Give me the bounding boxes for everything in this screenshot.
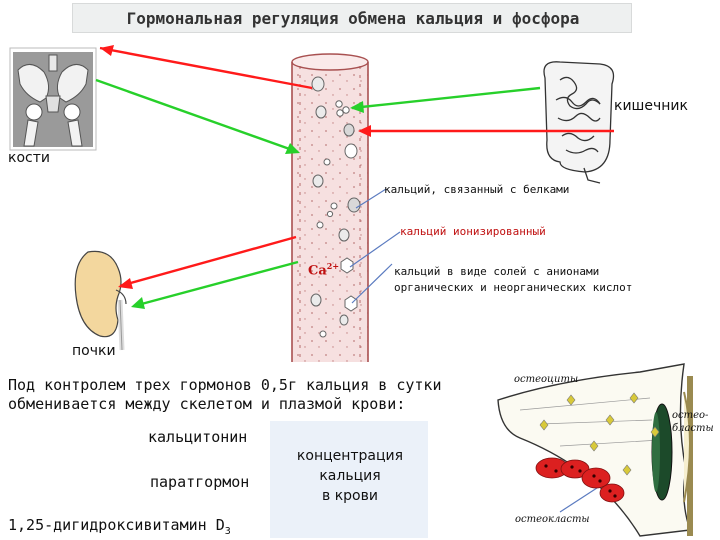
page-title: Гормональная регуляция обмена кальция и … — [126, 9, 580, 28]
hormone-vitamin-d: 1,25-дигидроксивитамин D3 — [8, 516, 231, 537]
osteoblasts-label-line1: остео- — [672, 410, 709, 421]
osteocytes-label: остеоциты — [514, 374, 579, 385]
bones-label: кости — [8, 150, 50, 166]
hormone-calcitonin: кальцитонин — [148, 428, 248, 446]
ca-symbol-text: Ca — [308, 263, 327, 279]
osteoclasts-label: остеокласты — [515, 514, 590, 525]
title-box: Гормональная регуляция обмена кальция и … — [72, 3, 632, 33]
kidneys-label: почки — [72, 343, 116, 359]
paragraph-line1: Под контролем трех гормонов 0,5г кальция… — [8, 376, 442, 394]
salts-calcium-label-line1: кальций в виде солей с анионами — [394, 265, 600, 278]
kidney-image — [74, 250, 127, 351]
intestine-label: кишечник — [614, 98, 688, 114]
exchange-arrows — [95, 45, 614, 309]
vitamin-d-subscript: 3 — [224, 526, 231, 537]
ionized-calcium-label: кальций ионизированный — [400, 225, 546, 238]
blood-cells — [310, 76, 361, 338]
osteoblasts-label-line2: бласты — [672, 423, 714, 434]
arrow-vessel-to-bones — [99, 46, 313, 90]
intestine-image — [543, 61, 615, 184]
concentration-label: концентрация кальция в крови — [280, 446, 420, 506]
bones-image — [9, 47, 97, 151]
vitamin-d-name: 1,25-дигидроксивитамин D — [8, 516, 225, 534]
concentration-panel — [270, 421, 428, 538]
arrow-intestine-to-vessel-green — [351, 86, 541, 110]
concentration-line2: кальция — [319, 468, 381, 484]
paragraph-line2: обменивается между скелетом и плазмой кр… — [8, 395, 406, 413]
salts-calcium-label-line2: органических и неорганических кислот — [394, 281, 633, 294]
arrow-vessel-to-kidney-red — [119, 235, 297, 288]
arrow-vessel-to-kidney-green — [133, 260, 299, 308]
concentration-line1: концентрация — [296, 448, 404, 464]
calcium-ion-symbol: Ca2+ — [308, 261, 339, 278]
protein-bound-calcium-label: кальций, связанный с белками — [384, 183, 570, 196]
hormone-parathormone: паратгормон — [150, 473, 250, 491]
bone-tissue-image — [497, 363, 693, 537]
concentration-line3: в крови — [322, 488, 378, 504]
ca-charge-text: 2+ — [326, 261, 340, 271]
arrow-bones-to-vessel — [95, 78, 299, 154]
